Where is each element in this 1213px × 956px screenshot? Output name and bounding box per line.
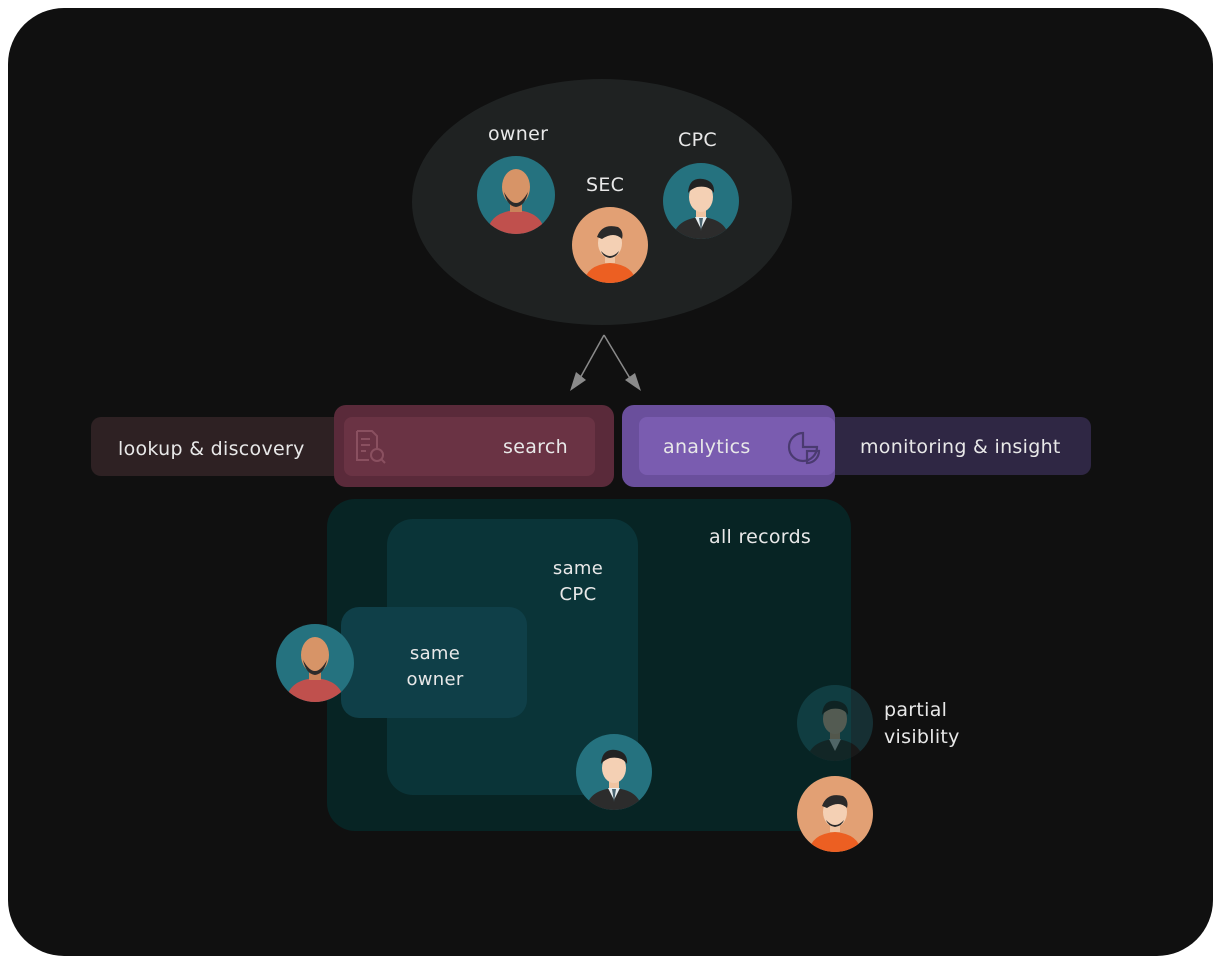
search-inner xyxy=(344,417,595,476)
sec-label: SEC xyxy=(586,174,625,196)
sec-avatar-records xyxy=(797,776,873,852)
owner-label: owner xyxy=(488,123,549,145)
cpc-label: CPC xyxy=(678,129,717,151)
diagram-canvas: owner SEC CPC xyxy=(8,8,1213,956)
search-label: search xyxy=(503,436,568,458)
pie-chart-icon xyxy=(787,431,821,465)
partial-line2: visiblity xyxy=(884,726,960,748)
same-owner-region xyxy=(341,607,527,718)
owner-avatar-records xyxy=(276,624,354,702)
partial-visibility-label: partial visiblity xyxy=(884,697,960,751)
cpc-avatar-records xyxy=(576,734,652,810)
partial-line1: partial xyxy=(884,699,948,721)
same-cpc-label: same CPC xyxy=(538,556,618,608)
search-document-icon xyxy=(356,430,386,464)
monitoring-insight-label: monitoring & insight xyxy=(860,436,1061,458)
lookup-discovery-label: lookup & discovery xyxy=(118,438,305,460)
same-owner-line2: owner xyxy=(406,669,464,690)
same-owner-line1: same xyxy=(409,643,461,664)
owner-avatar xyxy=(477,156,555,234)
sec-avatar xyxy=(572,207,648,283)
monitoring-insight-bar xyxy=(810,417,1091,475)
analytics-label: analytics xyxy=(663,436,751,458)
same-owner-label: same owner xyxy=(395,641,475,693)
split-arrows xyxy=(570,334,641,391)
cpc-avatar xyxy=(663,163,739,239)
same-cpc-line2: CPC xyxy=(559,584,597,605)
all-records-label: all records xyxy=(709,526,812,548)
cpc-avatar-dimmed xyxy=(797,685,873,761)
same-cpc-line1: same xyxy=(552,558,604,579)
